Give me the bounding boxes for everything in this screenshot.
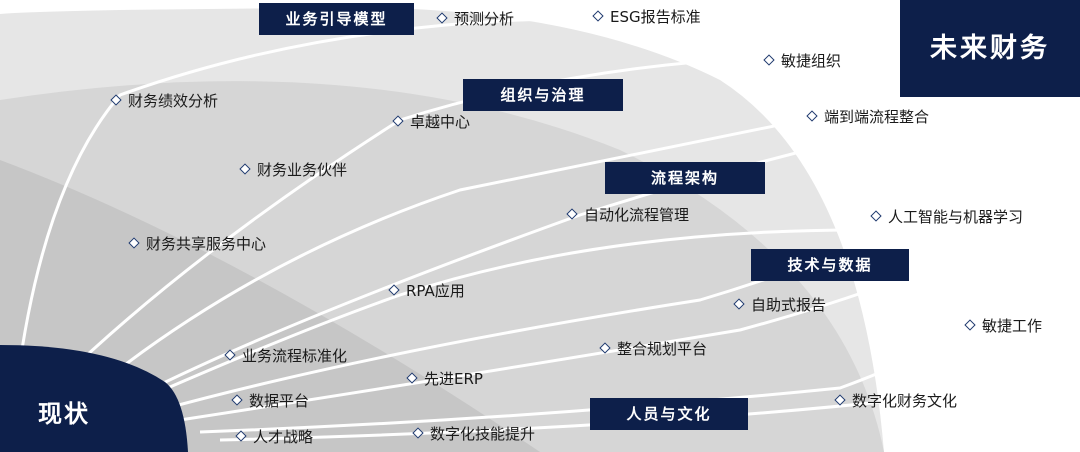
item-talent-strategy: 人才战略	[235, 428, 314, 446]
diamond-bullet-icon	[128, 237, 140, 249]
item-end-to-end-process-integration: 端到端流程整合	[806, 108, 930, 126]
diamond-bullet-icon	[834, 394, 846, 406]
item-finance-business-partner: 财务业务伙伴	[239, 161, 348, 179]
diamond-bullet-icon	[406, 372, 418, 384]
item-label: 敏捷组织	[781, 52, 842, 70]
item-rpa-application: RPA应用	[388, 282, 465, 300]
flow-curves	[8, 15, 1062, 452]
item-label: 自动化流程管理	[584, 206, 690, 224]
flow-curve	[179, 198, 1061, 422]
item-label: 卓越中心	[410, 113, 471, 131]
future-finance-box: 未来财务	[900, 0, 1080, 97]
diamond-bullet-icon	[763, 54, 775, 66]
diamond-bullet-icon	[733, 298, 745, 310]
current-state-label: 现状	[38, 399, 90, 428]
item-ai-machine-learning: 人工智能与机器学习	[870, 208, 1024, 226]
item-automated-process-management: 自动化流程管理	[566, 206, 690, 224]
category-people-culture: 人员与文化	[590, 398, 748, 430]
item-label: 预测分析	[454, 10, 515, 28]
item-business-process-standardization: 业务流程标准化	[224, 347, 348, 365]
flow-curve	[109, 98, 1031, 412]
category-business-guidance-model: 业务引导模型	[259, 3, 414, 35]
item-label: 数字化技能提升	[430, 425, 536, 443]
item-label: 整合规划平台	[617, 340, 708, 358]
item-agile-work: 敏捷工作	[964, 317, 1043, 335]
item-forecast-analysis: 预测分析	[436, 10, 515, 28]
item-label: 数据平台	[249, 392, 310, 410]
item-data-platform: 数据平台	[231, 392, 310, 410]
flow-curve	[8, 15, 981, 452]
current-state-shape	[0, 345, 188, 452]
diamond-bullet-icon	[388, 284, 400, 296]
diamond-bullet-icon	[392, 115, 404, 127]
diamond-bullet-icon	[806, 110, 818, 122]
flow-curve	[199, 249, 1062, 434]
diamond-bullet-icon	[224, 349, 236, 361]
item-integrated-planning-platform: 整合规划平台	[599, 340, 708, 358]
item-label: 自助式报告	[751, 296, 827, 314]
diamond-bullet-icon	[599, 342, 611, 354]
item-label: 财务业务伙伴	[257, 161, 348, 179]
item-label: 先进ERP	[424, 370, 483, 388]
item-label: ESG报告标准	[610, 8, 701, 26]
diamond-bullet-icon	[239, 163, 251, 175]
diamond-bullet-icon	[436, 12, 448, 24]
category-process-architecture: 流程架构	[605, 162, 765, 194]
item-financial-performance-analysis: 财务绩效分析	[110, 92, 219, 110]
item-label: 财务共享服务中心	[146, 235, 267, 253]
item-center-of-excellence: 卓越中心	[392, 113, 471, 131]
diamond-bullet-icon	[592, 10, 604, 22]
flow-curve	[139, 228, 861, 402]
flow-curve	[79, 78, 1001, 402]
item-label: 财务绩效分析	[128, 92, 219, 110]
item-self-service-reporting: 自助式报告	[733, 296, 827, 314]
item-finance-shared-service-center: 财务共享服务中心	[128, 235, 267, 253]
item-digital-finance-culture: 数字化财务文化	[834, 392, 958, 410]
diamond-bullet-icon	[231, 394, 243, 406]
item-label: 敏捷工作	[982, 317, 1043, 335]
flow-curve	[159, 148, 1061, 412]
diamond-bullet-icon	[870, 210, 882, 222]
item-label: 端到端流程整合	[824, 108, 930, 126]
category-organization-governance: 组织与治理	[463, 79, 623, 111]
diamond-bullet-icon	[566, 208, 578, 220]
item-label: 人工智能与机器学习	[888, 208, 1024, 226]
item-agile-organization: 敏捷组织	[763, 52, 842, 70]
item-label: 数字化财务文化	[852, 392, 958, 410]
item-label: 业务流程标准化	[242, 347, 348, 365]
item-label: 人才战略	[253, 428, 314, 446]
diamond-bullet-icon	[110, 94, 122, 106]
diamond-bullet-icon	[412, 427, 424, 439]
item-advanced-erp: 先进ERP	[406, 370, 483, 388]
category-technology-data: 技术与数据	[751, 249, 909, 281]
item-label: RPA应用	[406, 282, 465, 300]
flow-curve	[219, 299, 1062, 442]
item-esg-report-standard: ESG报告标准	[592, 8, 701, 26]
diamond-bullet-icon	[964, 319, 976, 331]
diamond-bullet-icon	[235, 430, 247, 442]
item-digital-skills-improvement: 数字化技能提升	[412, 425, 536, 443]
